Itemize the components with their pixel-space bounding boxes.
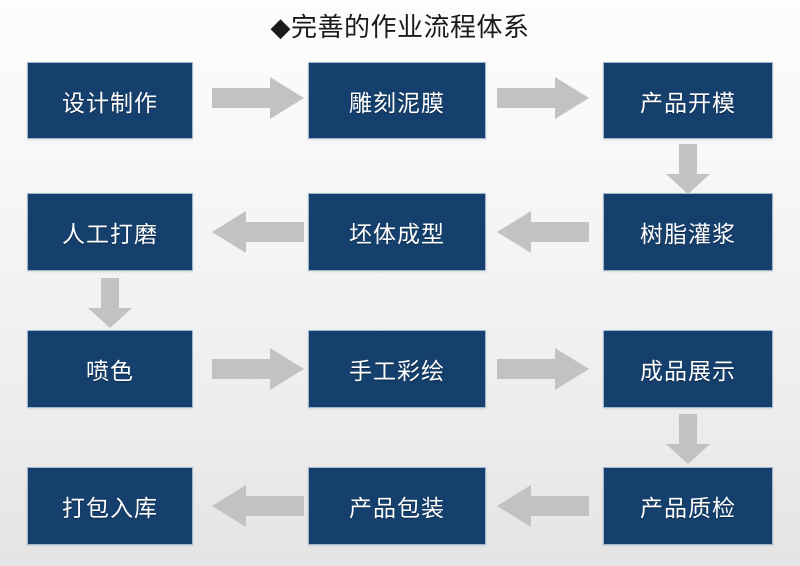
process-node-polishing[interactable]: 人工打磨 bbox=[27, 193, 193, 271]
arrow-right-icon bbox=[497, 76, 589, 120]
arrow-right-icon bbox=[212, 76, 304, 120]
process-node-product-packaging[interactable]: 产品包装 bbox=[308, 467, 486, 545]
arrow-left-icon bbox=[497, 484, 589, 528]
process-node-quality-inspection[interactable]: 产品质检 bbox=[603, 467, 773, 545]
process-node-design[interactable]: 设计制作 bbox=[27, 62, 193, 139]
process-node-packing-warehouse[interactable]: 打包入库 bbox=[27, 467, 193, 545]
page-title: ◆完善的作业流程体系 bbox=[270, 13, 530, 43]
process-node-hand-painting[interactable]: 手工彩绘 bbox=[308, 330, 486, 408]
process-node-resin-grouting[interactable]: 树脂灌浆 bbox=[603, 193, 773, 271]
arrow-left-icon bbox=[497, 210, 589, 254]
process-node-spray-color[interactable]: 喷色 bbox=[27, 330, 193, 408]
arrow-down-icon bbox=[665, 144, 711, 194]
process-node-blank-forming[interactable]: 坯体成型 bbox=[308, 193, 486, 271]
arrow-left-icon bbox=[212, 484, 304, 528]
process-node-mold[interactable]: 产品开模 bbox=[603, 62, 773, 139]
arrow-right-icon bbox=[497, 347, 589, 391]
arrow-right-icon bbox=[212, 347, 304, 391]
process-node-finished-display[interactable]: 成品展示 bbox=[603, 330, 773, 408]
process-node-carving[interactable]: 雕刻泥膜 bbox=[308, 62, 486, 139]
arrow-left-icon bbox=[212, 210, 304, 254]
arrow-down-icon bbox=[665, 414, 711, 464]
arrow-down-icon bbox=[87, 278, 133, 328]
